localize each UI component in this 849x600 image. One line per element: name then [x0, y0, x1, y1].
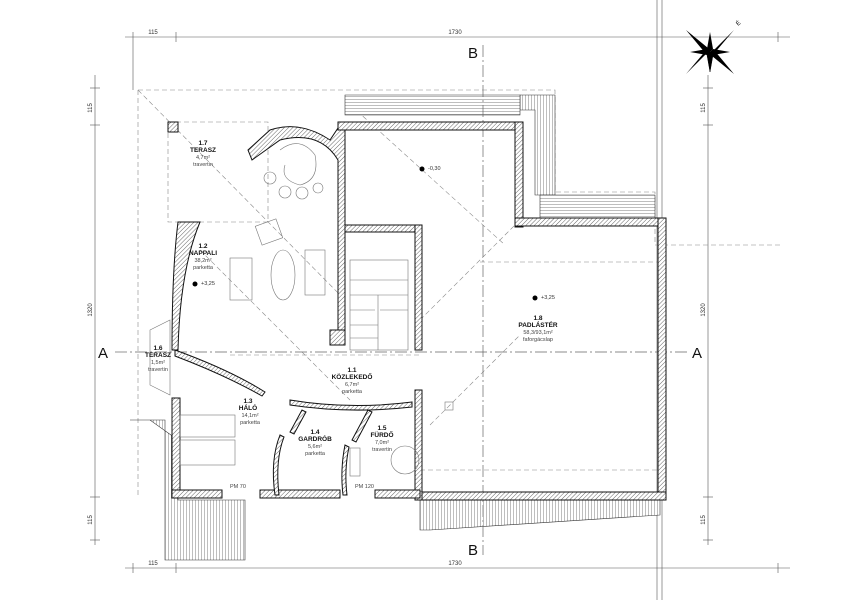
roof-tiles	[130, 94, 661, 561]
room-number: 1.8	[533, 315, 542, 322]
room-finish: travertin	[148, 367, 168, 373]
room-label-terrace-1-7: 1.7 TERASZ 4,7m² travertin	[190, 140, 216, 168]
dimension-left: 115 1320 115	[88, 75, 100, 545]
room-area: 4,7m²	[196, 155, 210, 161]
level-text: +3,25	[201, 281, 215, 287]
room-number: 1.5	[377, 425, 386, 432]
window-label: PM 120	[355, 484, 374, 490]
section-label-b-bottom: B	[468, 542, 478, 559]
dim-text: 1320	[701, 303, 707, 317]
section-label-b-top: B	[468, 45, 478, 62]
room-finish: travertin	[372, 447, 392, 453]
room-number: 1.6	[153, 345, 162, 352]
room-number: 1.7	[198, 140, 207, 147]
dim-text: 1730	[448, 30, 462, 36]
room-label-bathroom: 1.5 FÜRDŐ 7,0m² travertin	[370, 425, 393, 453]
room-name: TERASZ	[190, 147, 216, 154]
room-name: TERASZ	[145, 352, 171, 359]
room-finish: parketta	[342, 389, 363, 395]
room-label-attic: 1.8 PADLÁSTÉR 58,3/93,1m² faforgácslap	[518, 315, 558, 343]
level-text: -0,30	[428, 166, 441, 172]
room-area: 6,7m²	[345, 382, 359, 388]
room-area: 5,6m²	[308, 444, 322, 450]
compass-rose-icon: É	[686, 20, 742, 74]
compass-label: É	[735, 20, 743, 28]
level-marker: +3,25	[192, 281, 215, 287]
room-label-wardrobe: 1.4 GARDRÓB 5,6m² parketta	[298, 429, 332, 457]
room-area: 14,1m²	[241, 413, 258, 419]
room-name: HÁLÓ	[239, 403, 257, 412]
room-finish: faforgácslap	[523, 337, 553, 343]
dim-text: 1730	[448, 561, 462, 567]
room-finish: parketta	[193, 265, 214, 271]
terrace-outlines	[149, 121, 269, 396]
room-name: NAPPALI	[189, 250, 217, 257]
roof-outline	[137, 89, 780, 497]
room-number: 1.3	[243, 398, 252, 405]
dim-text: 115	[88, 103, 94, 113]
furniture	[179, 143, 454, 477]
dimension-top: 115 1730	[125, 30, 790, 90]
room-label-hallway: 1.1 KÖZLEKEDŐ 6,7m² parketta	[332, 367, 373, 395]
room-name: PADLÁSTÉR	[518, 320, 558, 329]
room-number: 1.4	[310, 429, 319, 436]
room-number: 1.2	[198, 243, 207, 250]
room-number: 1.1	[347, 367, 356, 374]
room-area: 38,2m²	[194, 258, 211, 264]
room-label-living-room: 1.2 NAPPALI 38,2m² parketta	[189, 243, 217, 271]
room-label-bedroom: 1.3 HÁLÓ 14,1m² parketta	[239, 398, 261, 426]
dimension-bottom: 115 1730	[125, 561, 790, 573]
room-area: 1,5m²	[151, 360, 165, 366]
dim-text: 115	[148, 561, 158, 567]
room-finish: parketta	[240, 420, 261, 426]
level-marker: +3,25	[532, 295, 555, 301]
dim-text: 115	[148, 30, 158, 36]
room-name: FÜRDŐ	[370, 430, 393, 439]
room-finish: travertin	[193, 162, 213, 168]
level-marker: -0,30	[419, 166, 441, 172]
room-name: KÖZLEKEDŐ	[332, 372, 373, 381]
room-label-terrace-1-6: 1.6 TERASZ 1,5m² travertin	[145, 345, 171, 373]
dim-text: 115	[701, 103, 707, 113]
section-label-a-left: A	[98, 345, 108, 362]
section-label-a-right: A	[692, 345, 702, 362]
room-area: 7,0m²	[375, 440, 389, 446]
dim-text: 1320	[88, 303, 94, 317]
window-label: PM 70	[230, 484, 246, 490]
level-text: +3,25	[541, 295, 555, 301]
room-finish: parketta	[305, 451, 326, 457]
room-area: 58,3/93,1m²	[523, 330, 553, 336]
room-name: GARDRÓB	[298, 434, 332, 443]
section-line-a: A A	[98, 345, 702, 362]
dim-text: 115	[701, 515, 707, 525]
dim-text: 115	[88, 515, 94, 525]
staircase	[349, 259, 409, 351]
walls	[167, 121, 667, 501]
